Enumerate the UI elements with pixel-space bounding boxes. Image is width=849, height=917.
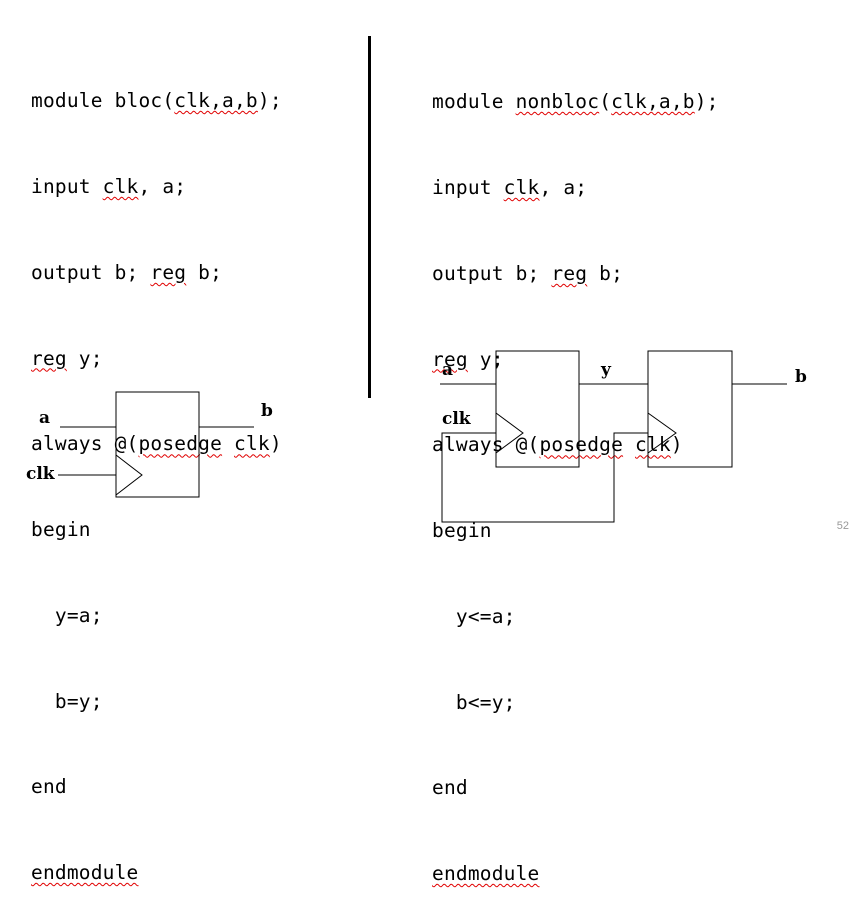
code-text-misspelled: posedge (539, 433, 624, 457)
code-text-misspelled: clk (635, 433, 671, 457)
left-label-b: b (261, 401, 273, 421)
code-line: module nonbloc(clk,a,b); (432, 88, 719, 117)
code-text: , a; (138, 174, 187, 198)
code-text: module (432, 90, 516, 114)
code-line: always @(posedge clk) (31, 430, 282, 459)
code-line: reg y; (31, 345, 282, 374)
code-text: ); (694, 90, 719, 114)
code-text: ( (599, 90, 612, 114)
right-clock-triangle-2 (647, 412, 677, 454)
code-line: y<=a; (432, 604, 516, 628)
right-flipflop-2-box (647, 350, 733, 468)
code-line: output b; reg b; (432, 260, 719, 289)
code-text: input (31, 174, 103, 198)
code-text: always @( (432, 433, 540, 457)
code-text: ) (269, 432, 282, 456)
vertical-divider (368, 36, 371, 398)
right-label-clk: clk (442, 409, 472, 429)
code-line: endmodule (31, 859, 282, 888)
code-text-misspelled: endmodule (31, 861, 139, 885)
code-text-misspelled: reg (432, 347, 468, 371)
code-text-misspelled: clk,a,b (611, 90, 695, 114)
code-text: y; (66, 346, 103, 370)
right-clock-triangle-1 (495, 412, 524, 454)
code-text-misspelled: posedge (138, 432, 223, 456)
code-line: endmodule (432, 860, 719, 889)
left-label-a: a (39, 408, 50, 428)
left-label-clk: clk (26, 464, 56, 484)
code-line: y=a; (31, 603, 103, 627)
code-text-misspelled: endmodule (432, 862, 540, 886)
circuit-diagrams: a clk b a clk y b (26, 350, 807, 523)
code-text-misspelled: reg (150, 260, 187, 284)
code-line: reg y; (432, 346, 719, 375)
right-flipflop-1-box (495, 350, 580, 468)
code-text: b; (186, 260, 223, 284)
code-text: , a; (539, 175, 588, 199)
code-text: b; (587, 261, 624, 285)
code-text-misspelled: reg (551, 261, 588, 285)
code-text-misspelled: clk (102, 174, 139, 198)
code-line: always @(posedge clk) (432, 431, 719, 460)
right-clock-wire (441, 432, 648, 523)
code-text: output b; (31, 260, 151, 284)
code-text: ) (670, 433, 683, 457)
code-text-misspelled: clk (503, 175, 540, 199)
code-text: output b; (432, 261, 552, 285)
page-number: 52 (836, 520, 849, 532)
code-text: ); (257, 89, 282, 113)
code-line: module bloc(clk,a,b); (31, 87, 282, 116)
code-text-misspelled: clk (234, 432, 270, 456)
right-label-b: b (795, 367, 807, 387)
code-text: module bloc( (31, 89, 175, 113)
code-line: end (31, 775, 67, 799)
code-line: end (432, 776, 468, 800)
code-line: output b; reg b; (31, 259, 282, 288)
right-label-a: a (442, 360, 453, 380)
code-text-misspelled: clk,a,b (174, 89, 258, 113)
code-text-misspelled: reg (31, 346, 67, 370)
code-text: always @( (31, 432, 139, 456)
code-line: input clk, a; (432, 174, 719, 203)
code-text: input (432, 175, 504, 199)
code-text-misspelled: nonbloc (515, 90, 600, 114)
code-text: y; (467, 347, 504, 371)
left-clock-triangle (115, 454, 143, 496)
right-label-y: y (600, 360, 612, 380)
code-line: b=y; (31, 689, 103, 713)
code-line: input clk, a; (31, 173, 282, 202)
code-line: b<=y; (432, 690, 516, 714)
left-flipflop-box (115, 391, 200, 498)
